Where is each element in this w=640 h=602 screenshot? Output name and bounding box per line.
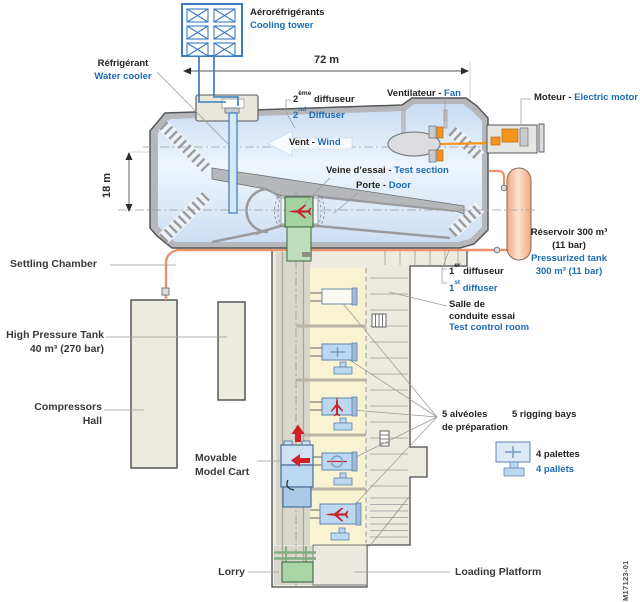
label-diffuser1: 1er diffuseur 1st diffuser <box>449 262 504 294</box>
figure-reference: M17123-01 <box>621 560 630 601</box>
label-water-cooler-en: Water cooler <box>94 70 152 82</box>
dimension-18m <box>125 151 160 212</box>
control-band-rooms <box>384 251 459 265</box>
fan-nacelle <box>387 131 441 157</box>
pressurized-tank <box>489 167 532 261</box>
label-dim-72m: 72 m <box>314 54 340 66</box>
cart-direction-arrow <box>291 454 310 467</box>
test-section-arcs <box>274 194 325 228</box>
label-pallets: 4 palettes 4 pallets <box>536 449 580 475</box>
leader-lines <box>104 71 531 573</box>
movable-model-cart <box>280 440 314 508</box>
fan-blade <box>436 149 444 162</box>
heat-exchanger <box>228 112 238 214</box>
label-fan: Ventilateur - Fan <box>387 88 461 99</box>
cooling-water-pipes <box>198 56 215 96</box>
loading-platform <box>312 544 368 586</box>
high-pressure-tank-building <box>217 301 246 401</box>
electric-motor <box>481 123 545 154</box>
wind-arrow <box>267 130 353 157</box>
label-control-room: Salle de conduite essai Test control roo… <box>449 299 530 333</box>
label-wind: Vent - Wind <box>289 137 341 148</box>
air-pipe-circuit <box>161 246 512 301</box>
label-dim-18m: 18 m <box>101 172 113 198</box>
label-water-cooler-fr: Réfrigérant <box>97 58 149 69</box>
label-water-cooler: Réfrigérant Water cooler <box>85 58 161 83</box>
stairs-hatch <box>368 313 410 548</box>
test-section-cart <box>284 196 314 262</box>
label-settling-chamber: Settling Chamber <box>10 258 97 270</box>
label-cooling-tower-fr: Aéroréfrigérants <box>250 7 325 18</box>
label-lorry: Lorry <box>218 566 245 578</box>
label-motor: Moteur - Electric motor <box>534 92 638 103</box>
model-prep-building <box>271 249 468 588</box>
label-diffuser2: 2ème diffuseur 2nd Diffuser <box>293 90 355 121</box>
water-cooler <box>195 94 259 214</box>
lorry-vehicle <box>281 561 314 583</box>
rigging-bays <box>319 287 362 541</box>
rigging-bay-pallet <box>321 288 354 305</box>
label-high-pressure-tank: High Pressure Tank 40 m³ (270 bar) <box>6 329 104 355</box>
label-rigging-bays-en: 5 rigging bays <box>512 409 577 420</box>
cart-rails <box>281 252 305 583</box>
label-compressors-hall: Compressors Hall <box>34 401 102 427</box>
compressors-hall-building <box>130 299 178 469</box>
dock-rails <box>274 546 316 563</box>
fan-blade <box>436 126 444 139</box>
pallet-legend-icon <box>495 441 531 477</box>
corridor-direction-arrow <box>291 424 305 442</box>
label-pressurized-tank: Réservoir 300 m³ (11 bar) Pressurized ta… <box>530 227 608 277</box>
fan-assembly <box>387 109 495 163</box>
centerlines <box>118 146 535 586</box>
label-test-section: Veine d’essai - Test section <box>326 165 449 176</box>
label-movable-model-cart: Movable Model Cart <box>195 452 250 478</box>
label-loading-platform: Loading Platform <box>455 566 542 578</box>
label-cooling-tower-en: Cooling tower <box>250 19 314 31</box>
label-rigging-bays-fr: 5 alvéoles de préparation <box>442 409 508 433</box>
label-cooling-tower: Aéroréfrigérants Cooling tower <box>250 7 324 32</box>
label-door: Porte - Door <box>356 180 411 191</box>
cooling-tower <box>181 3 243 96</box>
bay-dividers <box>296 324 366 491</box>
